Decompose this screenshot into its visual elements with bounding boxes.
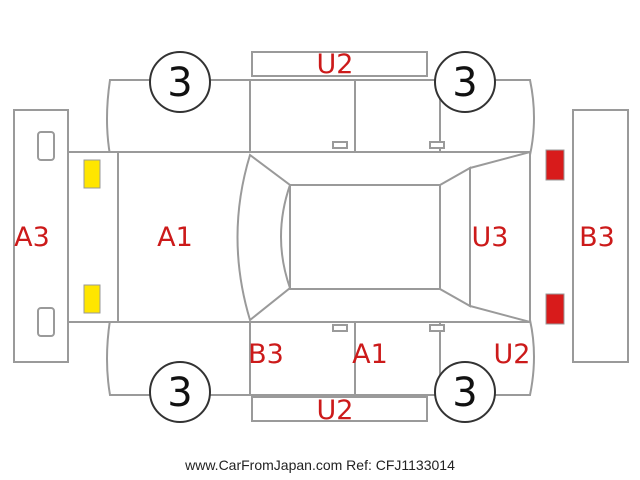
tire-front-right: 3 [434,361,496,423]
marker-rear-bumper: A3 [14,222,50,253]
tire-rear-right: 3 [149,361,211,423]
upper-side-panels [106,51,535,156]
lower-side-panels [106,319,535,422]
marker-roof-bottom: U2 [317,395,354,426]
rear-lamp-lower [83,284,101,314]
front-lamp-lower [545,293,565,325]
tire-front-left-grade: 3 [452,60,477,106]
rear-lamp-upper [83,159,101,189]
marker-lower-front-door: A1 [352,339,388,370]
tire-front-left: 3 [434,51,496,113]
front-lamp-upper [545,149,565,181]
front-lamps [545,149,565,325]
footer-ref: www.CarFromJapan.com Ref: CFJ1133014 [185,457,455,473]
rear-lamps [83,159,101,314]
tire-rear-left: 3 [149,51,211,113]
marker-windshield: U3 [472,222,509,253]
tire-front-right-grade: 3 [452,370,477,416]
rear-bumper [13,109,69,363]
car-body-top-view [67,150,531,324]
marker-roof-top: U2 [317,49,354,80]
tire-rear-right-grade: 3 [167,370,192,416]
marker-front-bumper: B3 [579,222,615,253]
front-bumper [572,109,629,363]
marker-lower-left-door: B3 [248,339,284,370]
marker-hood: A1 [157,222,193,253]
tire-rear-left-grade: 3 [167,60,192,106]
marker-lower-right-fender: U2 [494,339,531,370]
